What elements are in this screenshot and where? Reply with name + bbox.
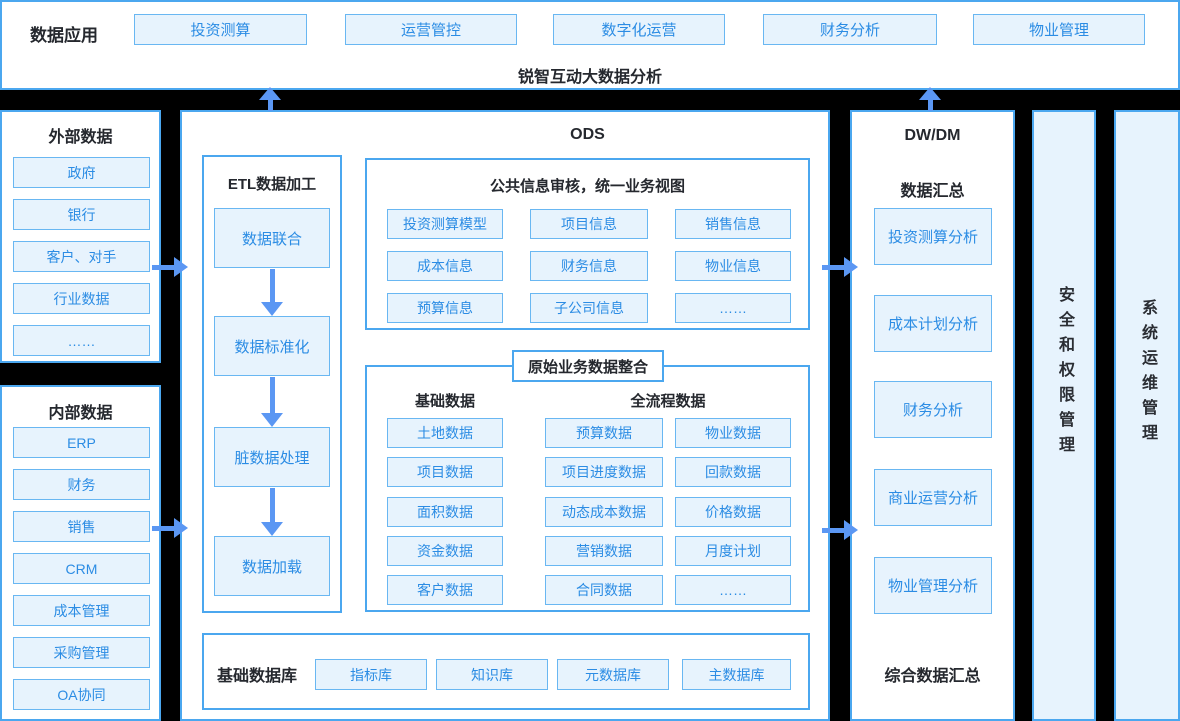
etl-title: ETL数据加工 [227,176,317,193]
full-process-item: 月度计划 [675,536,791,566]
etl-step: 数据标准化 [214,316,330,376]
raw-data-box: 原始业务数据整合 基础数据 全流程数据 土地数据 项目数据 面积数据 资金数据 … [365,350,810,612]
ods-panel: ODS ETL数据加工 数据联合 数据标准化 脏数据处理 数据加载 公共信息审核… [180,110,830,721]
common-info-item: 物业信息 [675,251,791,281]
base-database-box: 基础数据库 指标库 知识库 元数据库 主数据库 [202,633,810,710]
internal-data-item: 采购管理 [13,637,150,668]
comprehensive-summary-title: 综合数据汇总 [884,668,981,685]
flow-arrow-down-icon [259,269,285,316]
base-database-item: 主数据库 [682,659,791,690]
etl-box: ETL数据加工 数据联合 数据标准化 脏数据处理 数据加载 [202,155,342,613]
etl-step: 数据联合 [214,208,330,268]
base-database-item: 元数据库 [557,659,669,690]
dwdm-item: 成本计划分析 [874,295,992,352]
base-data-item: 资金数据 [387,536,503,566]
app-item-operation-control: 运营管控 [345,14,517,45]
platform-title: 锐智互动大数据分析 [517,69,662,86]
external-data-item: 行业数据 [13,283,150,314]
system-ops-label: 系统运维管理 [1139,298,1156,449]
base-data-header: 基础数据 [414,393,475,410]
full-process-header: 全流程数据 [630,393,706,410]
common-info-item: 财务信息 [530,251,648,281]
internal-data-item: 成本管理 [13,595,150,626]
flow-arrow-up-icon [917,87,943,111]
full-process-item: 动态成本数据 [545,497,663,527]
dwdm-item: 物业管理分析 [874,557,992,614]
ods-title: ODS [570,126,605,143]
common-info-item: 销售信息 [675,209,791,239]
full-process-item: 价格数据 [675,497,791,527]
common-info-item: …… [675,293,791,323]
external-data-item: 政府 [13,157,150,188]
full-process-item: 合同数据 [545,575,663,605]
external-data-item: …… [13,325,150,356]
base-data-item: 土地数据 [387,418,503,448]
flow-arrow-right-icon [822,520,858,540]
flow-arrow-down-icon [259,488,285,536]
dwdm-item: 财务分析 [874,381,992,438]
etl-step: 数据加载 [214,536,330,596]
common-info-title: 公共信息审核，统一业务视图 [489,178,685,195]
base-database-title: 基础数据库 [217,668,298,685]
app-item-digital-operation: 数字化运营 [553,14,725,45]
common-info-item: 项目信息 [530,209,648,239]
external-data-item: 客户、对手 [13,241,150,272]
security-permission-label: 安全和权限管理 [1056,286,1073,461]
etl-step: 脏数据处理 [214,427,330,487]
full-process-item: 项目进度数据 [545,457,663,487]
flow-arrow-right-icon [152,257,188,277]
external-data-item: 银行 [13,199,150,230]
dwdm-item: 投资测算分析 [874,208,992,265]
app-item-investment: 投资测算 [134,14,307,45]
security-permission-bar: 安全和权限管理 [1032,110,1096,721]
base-data-item: 项目数据 [387,457,503,487]
full-process-item: …… [675,575,791,605]
common-info-item: 成本信息 [387,251,503,281]
base-database-item: 指标库 [315,659,427,690]
common-info-box: 公共信息审核，统一业务视图 投资测算模型 项目信息 销售信息 成本信息 财务信息… [365,158,810,330]
internal-data-item: ERP [13,427,150,458]
system-ops-bar: 系统运维管理 [1114,110,1180,721]
external-data-title: 外部数据 [48,129,113,146]
flow-arrow-right-icon [822,257,858,277]
internal-data-panel: 内部数据 ERP 财务 销售 CRM 成本管理 采购管理 OA协同 [0,385,161,721]
common-info-item: 投资测算模型 [387,209,503,239]
data-application-label: 数据应用 [30,26,98,45]
internal-data-item: 销售 [13,511,150,542]
full-process-item: 回款数据 [675,457,791,487]
app-item-financial-analysis: 财务分析 [763,14,937,45]
internal-data-title: 内部数据 [48,405,113,422]
data-summary-title: 数据汇总 [900,183,965,200]
internal-data-item: CRM [13,553,150,584]
base-database-item: 知识库 [436,659,548,690]
dwdm-item: 商业运营分析 [874,469,992,526]
dwdm-title: DW/DM [904,127,961,144]
raw-data-title-tab: 原始业务数据整合 [512,350,664,382]
external-data-panel: 外部数据 政府 银行 客户、对手 行业数据 …… [0,110,161,363]
app-item-property-management: 物业管理 [973,14,1145,45]
full-process-item: 营销数据 [545,536,663,566]
base-data-item: 客户数据 [387,575,503,605]
internal-data-item: 财务 [13,469,150,500]
full-process-item: 物业数据 [675,418,791,448]
internal-data-item: OA协同 [13,679,150,710]
data-application-layer: 数据应用 投资测算 运营管控 数字化运营 财务分析 物业管理 锐智互动大数据分析 [0,0,1180,90]
flow-arrow-up-icon [257,87,283,111]
flow-arrow-down-icon [259,377,285,427]
common-info-item: 预算信息 [387,293,503,323]
base-data-item: 面积数据 [387,497,503,527]
common-info-item: 子公司信息 [530,293,648,323]
flow-arrow-right-icon [152,518,188,538]
dwdm-panel: DW/DM 数据汇总 投资测算分析 成本计划分析 财务分析 商业运营分析 物业管… [850,110,1015,721]
full-process-item: 预算数据 [545,418,663,448]
